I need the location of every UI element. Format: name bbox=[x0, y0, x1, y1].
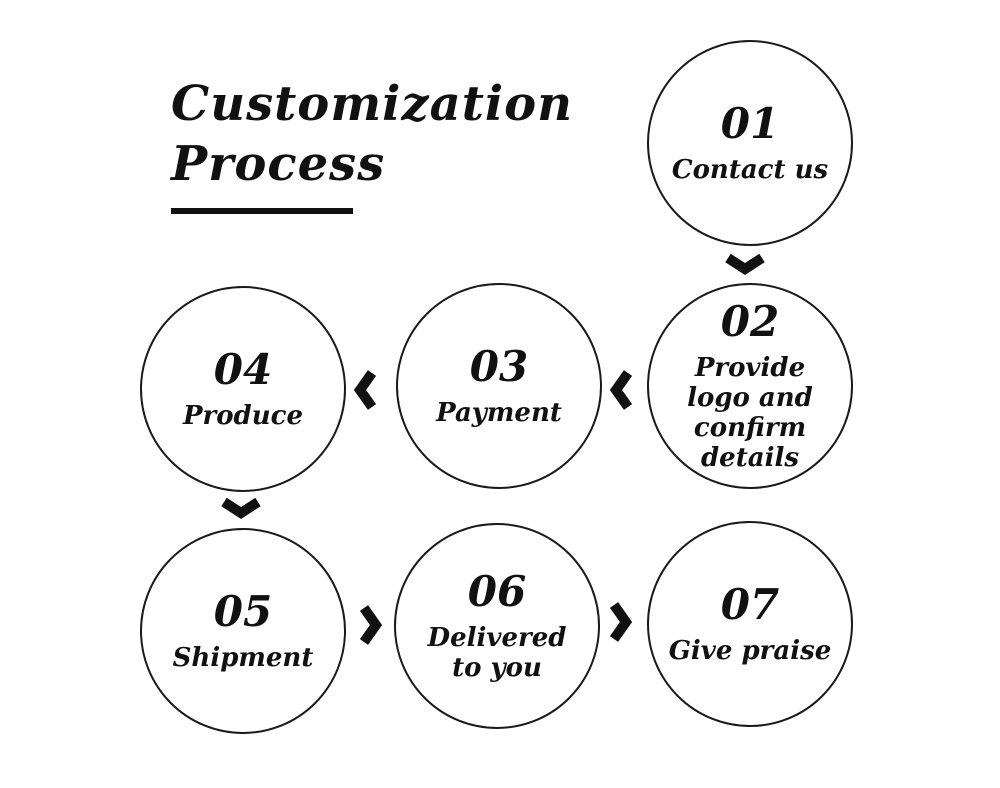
chevron-down-icon bbox=[221, 497, 261, 519]
step-label: Give praise bbox=[668, 636, 832, 667]
title-line-1: Customization bbox=[171, 76, 574, 132]
step-number: 05 bbox=[213, 586, 273, 636]
step-label: Shipment bbox=[172, 643, 314, 674]
step-circle-01: 01 Contact us bbox=[647, 40, 853, 246]
step-label: Contact us bbox=[671, 155, 829, 186]
chevron-right-icon bbox=[359, 605, 383, 645]
step-number: 04 bbox=[213, 344, 273, 394]
title-block: Customization Process bbox=[171, 74, 573, 214]
step-circle-05: 05 Shipment bbox=[140, 528, 346, 734]
step-number: 03 bbox=[469, 341, 529, 391]
chevron-right-icon bbox=[609, 602, 633, 642]
step-number: 06 bbox=[467, 566, 527, 616]
step-circle-02: 02 Provide logo and confirm details bbox=[647, 283, 853, 489]
title-underline bbox=[171, 208, 353, 214]
chevron-left-icon bbox=[353, 370, 377, 410]
step-circle-04: 04 Produce bbox=[140, 286, 346, 492]
title-line-2: Process bbox=[171, 136, 386, 192]
page-title: Customization Process bbox=[171, 74, 573, 194]
step-circle-07: 07 Give praise bbox=[647, 521, 853, 727]
step-label: Delivered to you bbox=[427, 622, 567, 684]
step-circle-06: 06 Delivered to you bbox=[394, 523, 600, 729]
step-label: Provide logo and confirm details bbox=[687, 352, 813, 474]
step-label: Produce bbox=[182, 401, 304, 432]
chevron-left-icon bbox=[609, 370, 633, 410]
step-number: 01 bbox=[720, 98, 780, 148]
step-number: 07 bbox=[720, 579, 780, 629]
step-number: 02 bbox=[720, 296, 780, 346]
chevron-down-icon bbox=[725, 253, 765, 275]
step-circle-03: 03 Payment bbox=[396, 283, 602, 489]
step-label: Payment bbox=[436, 398, 562, 429]
